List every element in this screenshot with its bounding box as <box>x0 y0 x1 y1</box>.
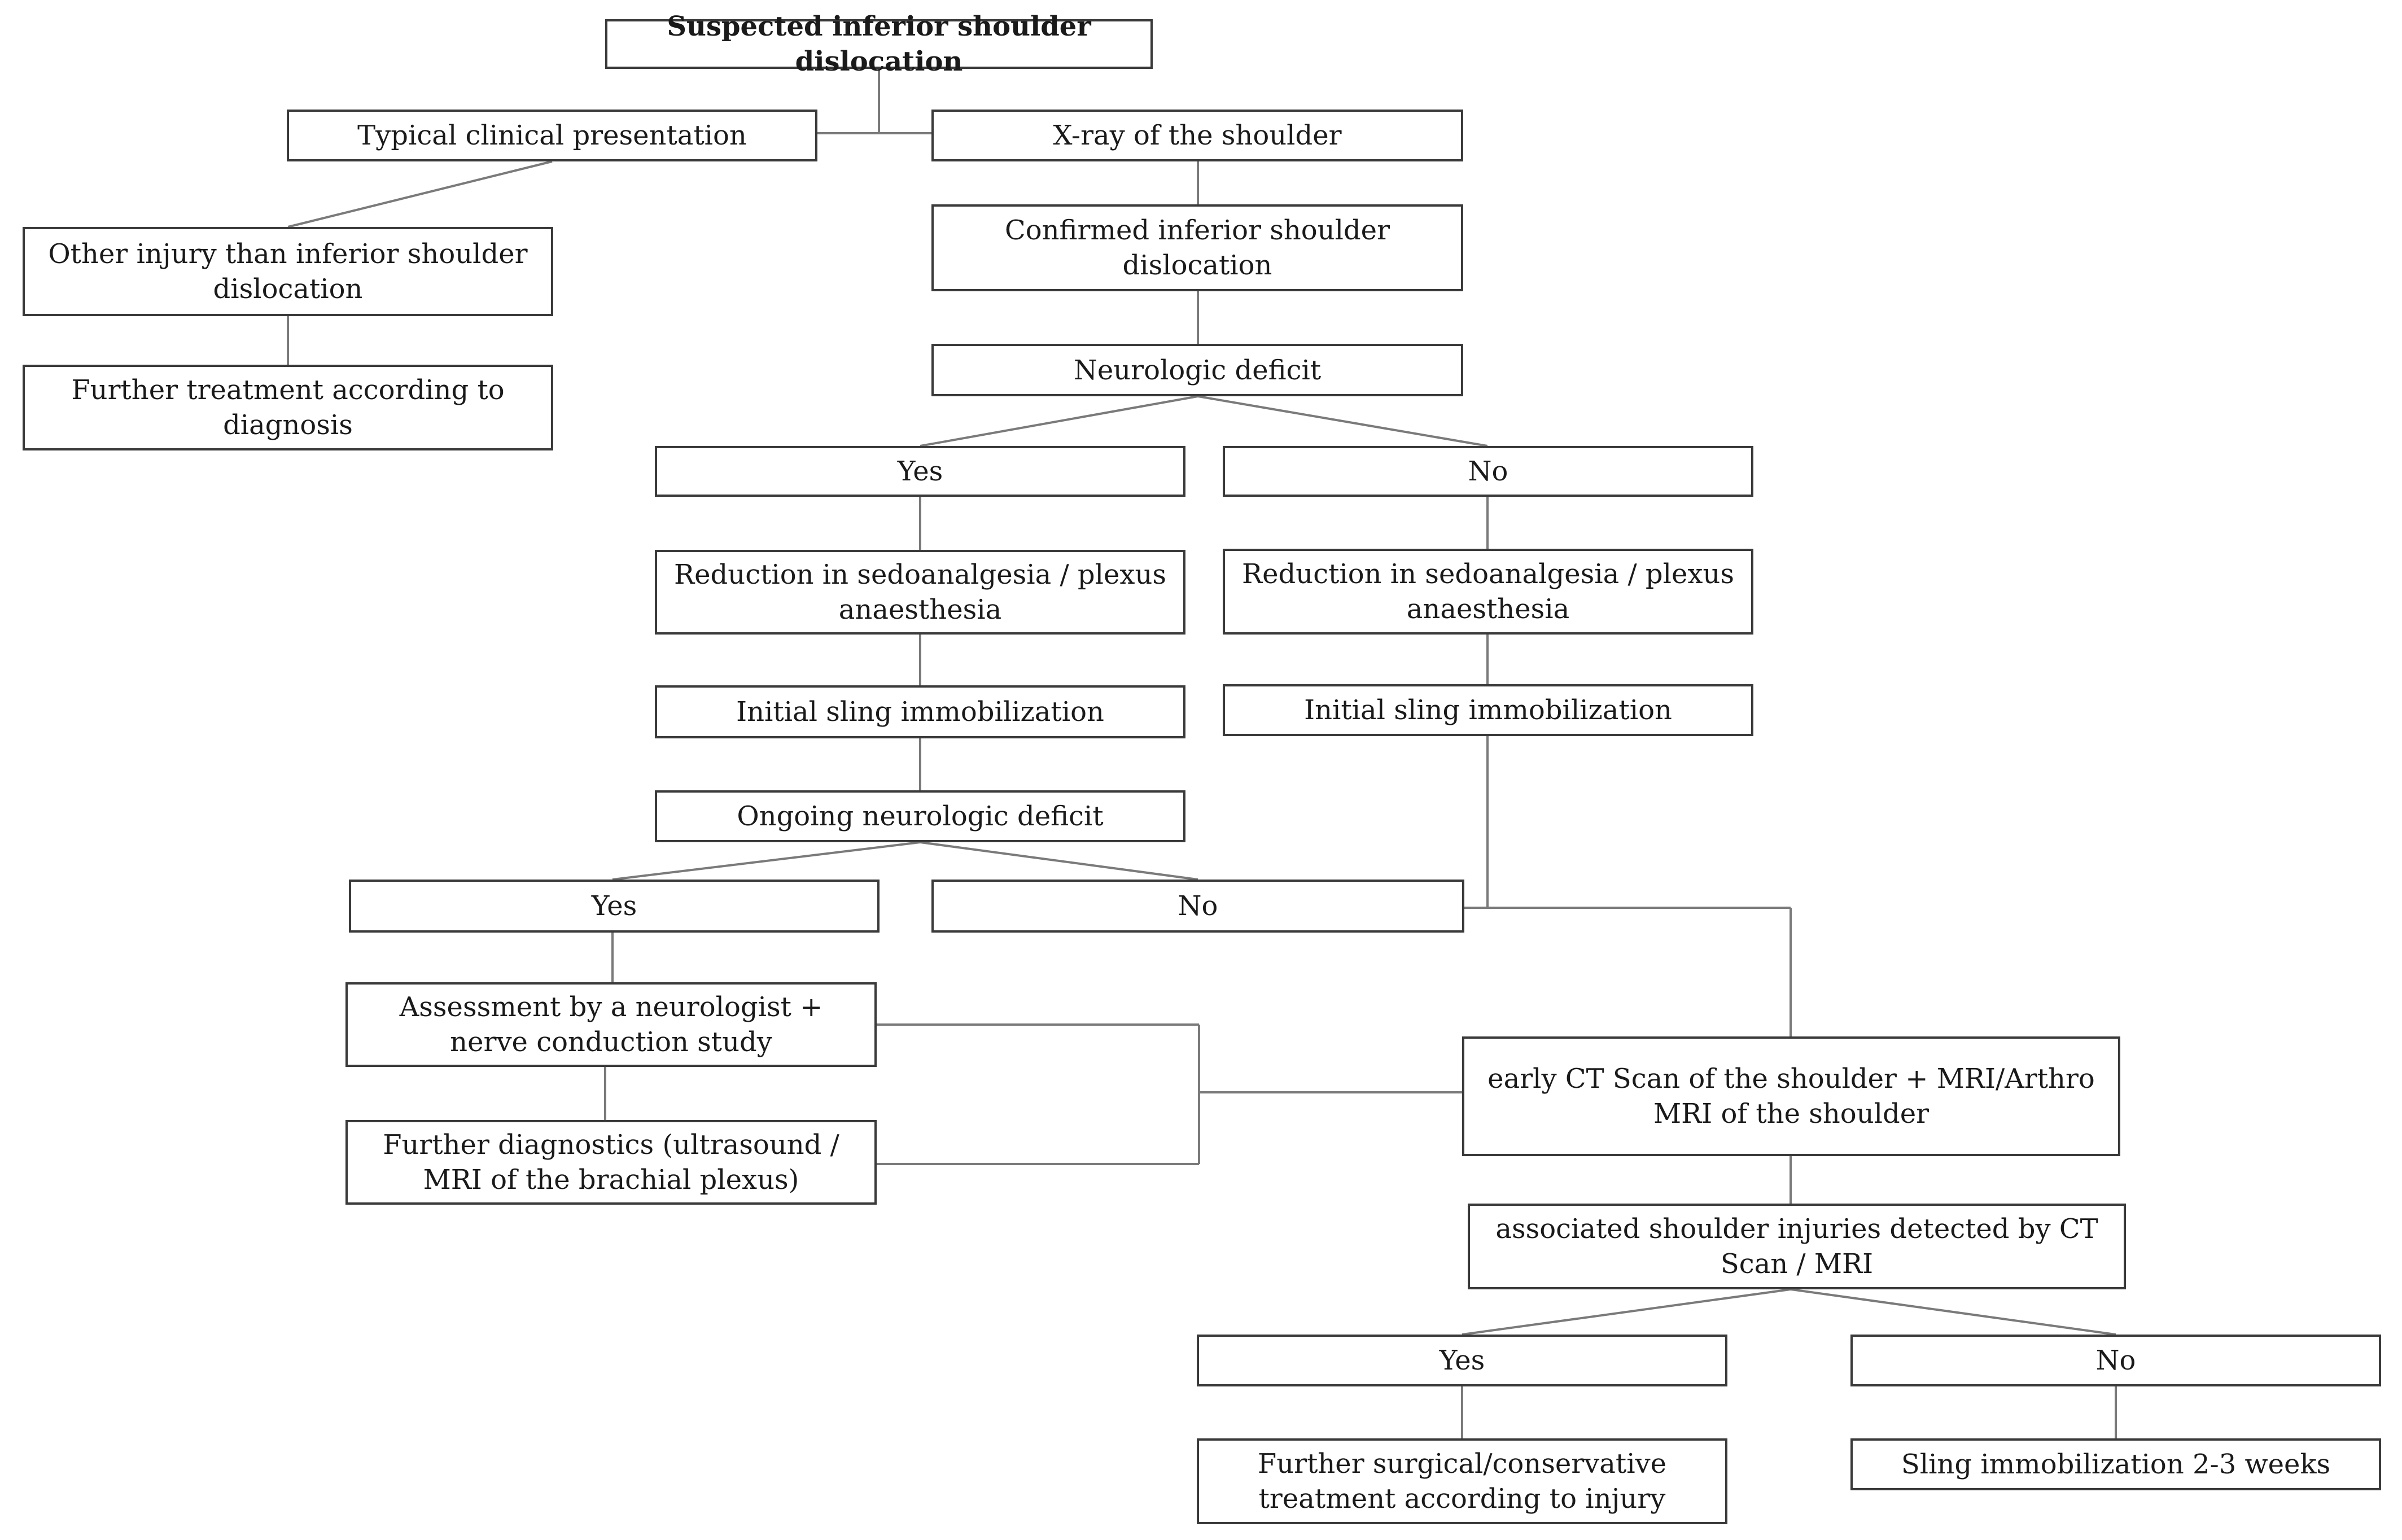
neurologist-assessment-label: Assessment by a neurologist + nerve cond… <box>399 991 823 1058</box>
neuro-yes-label: Yes <box>897 456 943 487</box>
neurologic-deficit-label: Neurologic deficit <box>1073 354 1322 386</box>
surgical-treatment-label: Further surgical/conservative treatment … <box>1257 1448 1667 1515</box>
neurologic-deficit-node: Neurologic deficit <box>931 344 1463 396</box>
ongoing-yes-node: Yes <box>349 880 880 933</box>
other-injury-label: Other injury than inferior shoulder disl… <box>48 238 528 305</box>
ct-mri-node: early CT Scan of the shoulder + MRI/Arth… <box>1462 1036 2120 1156</box>
xray-label: X-ray of the shoulder <box>1053 120 1342 151</box>
injuries-yes-node: Yes <box>1197 1335 1727 1386</box>
further-treatment-label: Further treatment according to diagnosis <box>71 374 505 441</box>
root-node: Suspected inferior shoulder dislocation <box>605 11 1153 77</box>
further-diagnostics-label: Further diagnostics (ultrasound / MRI of… <box>383 1129 839 1196</box>
reduction-yes-label: Reduction in sedoanalgesia / plexus anae… <box>674 559 1166 625</box>
neuro-no-node: No <box>1223 446 1753 497</box>
clinical-presentation-node: Typical clinical presentation <box>287 110 817 161</box>
sling-yes-label: Initial sling immobilization <box>736 696 1104 728</box>
ongoing-yes-label: Yes <box>591 890 637 922</box>
neuro-no-label: No <box>1468 456 1508 487</box>
further-diagnostics-node: Further diagnostics (ultrasound / MRI of… <box>345 1120 877 1205</box>
neurologist-assessment-node: Assessment by a neurologist + nerve cond… <box>345 982 877 1067</box>
surgical-treatment-node: Further surgical/conservative treatment … <box>1197 1438 1727 1524</box>
other-injury-node: Other injury than inferior shoulder disl… <box>23 227 553 316</box>
reduction-no-node: Reduction in sedoanalgesia / plexus anae… <box>1223 549 1753 635</box>
injuries-yes-label: Yes <box>1439 1345 1485 1376</box>
further-treatment-node: Further treatment according to diagnosis <box>23 365 553 450</box>
ongoing-no-node: No <box>931 880 1464 933</box>
associated-injuries-node: associated shoulder injuries detected by… <box>1468 1204 2126 1289</box>
reduction-yes-node: Reduction in sedoanalgesia / plexus anae… <box>655 550 1185 635</box>
root-label: Suspected inferior shoulder dislocation <box>667 11 1091 77</box>
sling-yes-node: Initial sling immobilization <box>655 685 1185 738</box>
associated-injuries-label: associated shoulder injuries detected by… <box>1495 1213 2098 1280</box>
clinical-presentation-label: Typical clinical presentation <box>357 120 747 151</box>
injuries-no-label: No <box>2095 1345 2136 1376</box>
sling-weeks-label: Sling immobilization 2-3 weeks <box>1901 1449 2331 1480</box>
neuro-yes-node: Yes <box>655 446 1185 497</box>
confirmed-dislocation-label: Confirmed inferior shoulder dislocation <box>1004 215 1390 281</box>
xray-node: X-ray of the shoulder <box>931 110 1463 161</box>
ongoing-no-label: No <box>1178 890 1218 922</box>
confirmed-dislocation-node: Confirmed inferior shoulder dislocation <box>931 204 1463 291</box>
ct-mri-label: early CT Scan of the shoulder + MRI/Arth… <box>1487 1063 2095 1130</box>
injuries-no-node: No <box>1850 1335 2381 1386</box>
ongoing-deficit-label: Ongoing neurologic deficit <box>737 800 1104 832</box>
sling-weeks-node: Sling immobilization 2-3 weeks <box>1850 1438 2381 1490</box>
reduction-no-label: Reduction in sedoanalgesia / plexus anae… <box>1242 558 1734 625</box>
sling-no-node: Initial sling immobilization <box>1223 684 1753 736</box>
ongoing-deficit-node: Ongoing neurologic deficit <box>655 790 1185 842</box>
sling-no-label: Initial sling immobilization <box>1304 694 1672 726</box>
